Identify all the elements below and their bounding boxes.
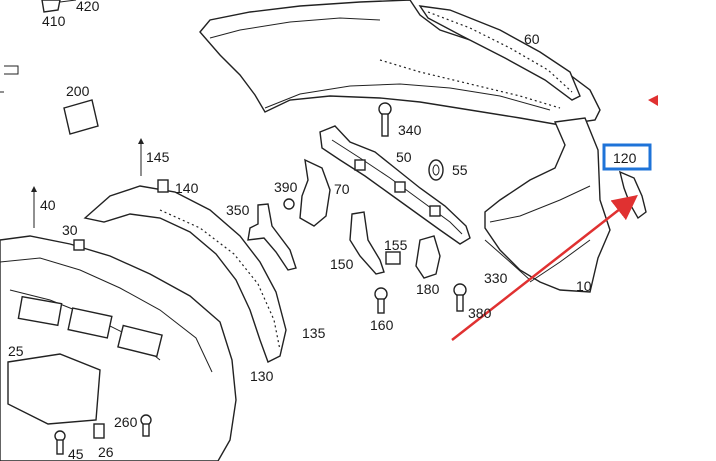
screw-260 bbox=[140, 414, 152, 437]
label-55: 55 bbox=[452, 162, 468, 178]
label-40: 40 bbox=[40, 197, 56, 213]
lower-trim-130 bbox=[83, 185, 287, 363]
mounting-rail bbox=[319, 125, 471, 245]
label-340: 340 bbox=[398, 122, 422, 138]
clip-30 bbox=[73, 239, 85, 251]
label-45: 45 bbox=[68, 446, 84, 461]
left-edge-marks bbox=[0, 65, 19, 93]
part-120-clip bbox=[618, 170, 647, 220]
label-180: 180 bbox=[416, 281, 440, 297]
label-260: 260 bbox=[114, 414, 138, 430]
label-410: 410 bbox=[42, 13, 66, 29]
label-200: 200 bbox=[66, 83, 90, 99]
label-145: 145 bbox=[146, 149, 170, 165]
screw-380 bbox=[453, 283, 467, 312]
dimension-40 bbox=[31, 186, 37, 228]
screw-340 bbox=[378, 102, 392, 137]
bracket-150 bbox=[349, 211, 401, 275]
label-390: 390 bbox=[274, 179, 298, 195]
rear-spoiler-strip bbox=[418, 5, 581, 101]
upper-bumper-cover bbox=[199, 0, 601, 126]
clip-140 bbox=[157, 179, 169, 193]
clip-26 bbox=[93, 423, 105, 439]
label-380: 380 bbox=[468, 305, 492, 321]
label-140: 140 bbox=[175, 180, 199, 196]
label-130: 130 bbox=[250, 368, 274, 384]
bracket-350 bbox=[247, 203, 297, 271]
rear-diffuser bbox=[0, 235, 237, 461]
dimension-145 bbox=[138, 138, 144, 176]
label-120: 120 bbox=[613, 150, 637, 166]
label-26: 26 bbox=[98, 444, 114, 460]
grommet-55 bbox=[428, 159, 444, 181]
label-420: 420 bbox=[76, 0, 100, 14]
label-70: 70 bbox=[334, 181, 350, 197]
label-10: 10 bbox=[576, 278, 592, 294]
bracket-70 bbox=[283, 158, 331, 227]
label-60: 60 bbox=[524, 31, 540, 47]
label-350: 350 bbox=[226, 202, 250, 218]
screw-160 bbox=[374, 287, 388, 314]
label-135: 135 bbox=[302, 325, 326, 341]
label-150: 150 bbox=[330, 256, 354, 272]
highlight-box-120 bbox=[602, 143, 652, 171]
bumper-corner-right bbox=[484, 117, 611, 293]
label-155: 155 bbox=[384, 237, 408, 253]
label-160: 160 bbox=[370, 317, 394, 333]
cover-200 bbox=[63, 99, 99, 135]
label-25: 25 bbox=[8, 343, 24, 359]
callout-arrow bbox=[451, 194, 638, 341]
label-330: 330 bbox=[484, 270, 508, 286]
label-50: 50 bbox=[396, 149, 412, 165]
label-30: 30 bbox=[62, 222, 78, 238]
screw-45 bbox=[54, 430, 66, 455]
red-marker-triangle bbox=[648, 95, 658, 106]
bracket-180 bbox=[415, 235, 441, 279]
parts-410-420 bbox=[41, 0, 77, 13]
